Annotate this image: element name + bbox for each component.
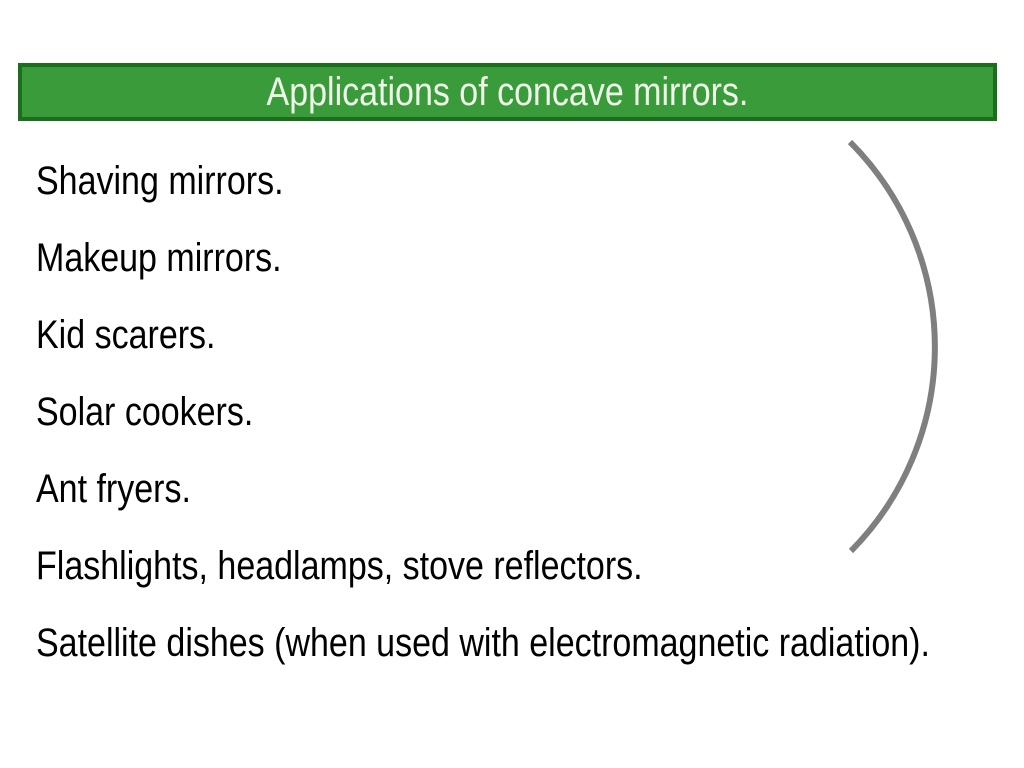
list-item: Solar cookers. (36, 390, 254, 434)
slide-title-bar: Applications of concave mirrors. (18, 63, 997, 121)
list-item: Flashlights, headlamps, stove reflectors… (36, 544, 643, 588)
list-item: Kid scarers. (36, 313, 216, 357)
list-item: Ant fryers. (36, 467, 191, 511)
list-item: Shaving mirrors. (36, 159, 284, 203)
list-item: Satellite dishes (when used with electro… (36, 621, 930, 665)
slide-title: Applications of concave mirrors. (266, 70, 749, 114)
mirror-arc-path (847, 139, 938, 554)
list-item: Makeup mirrors. (36, 236, 282, 280)
